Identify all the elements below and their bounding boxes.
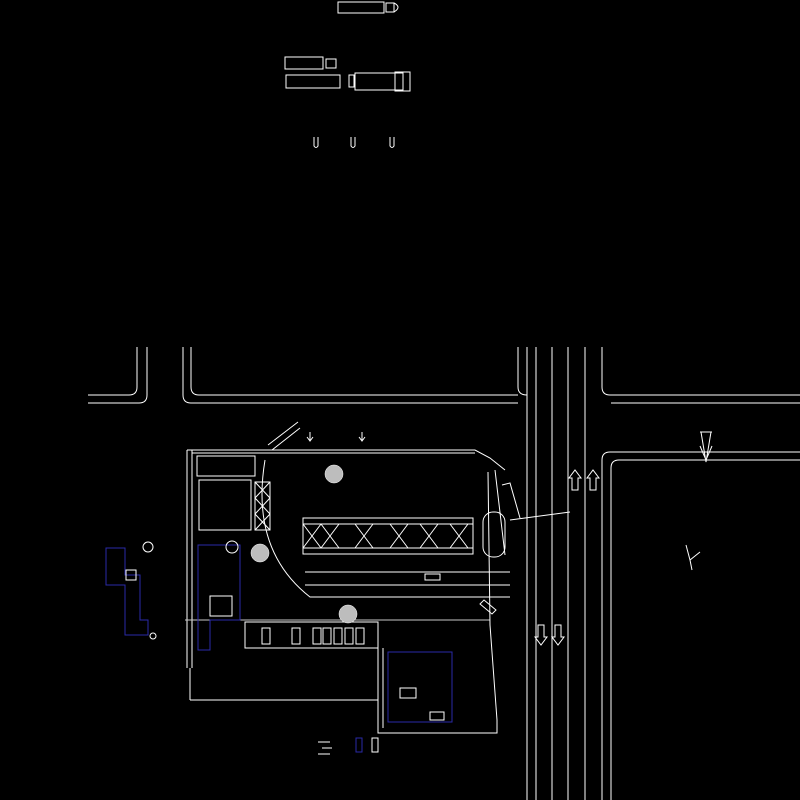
tree-icon (250, 543, 270, 563)
car-icon (312, 627, 322, 645)
road-network (88, 347, 800, 800)
car-icon (322, 627, 332, 645)
car-icon (355, 627, 365, 645)
truck-icon (348, 71, 411, 92)
truck-icon (337, 1, 399, 14)
car-icon (333, 627, 343, 645)
car-icon (261, 627, 271, 645)
u-bollard-icon (313, 137, 395, 148)
tree-icon (324, 464, 344, 484)
tree-icon (338, 604, 358, 624)
tanker-truck-icon (284, 56, 341, 89)
road-arrow-icon (534, 431, 713, 646)
north-arrow-icon (685, 544, 701, 571)
station-site (185, 421, 571, 734)
car-icon (291, 627, 301, 645)
car-icon (344, 627, 354, 645)
legend-marks (318, 737, 379, 755)
building-outlines (105, 540, 453, 723)
